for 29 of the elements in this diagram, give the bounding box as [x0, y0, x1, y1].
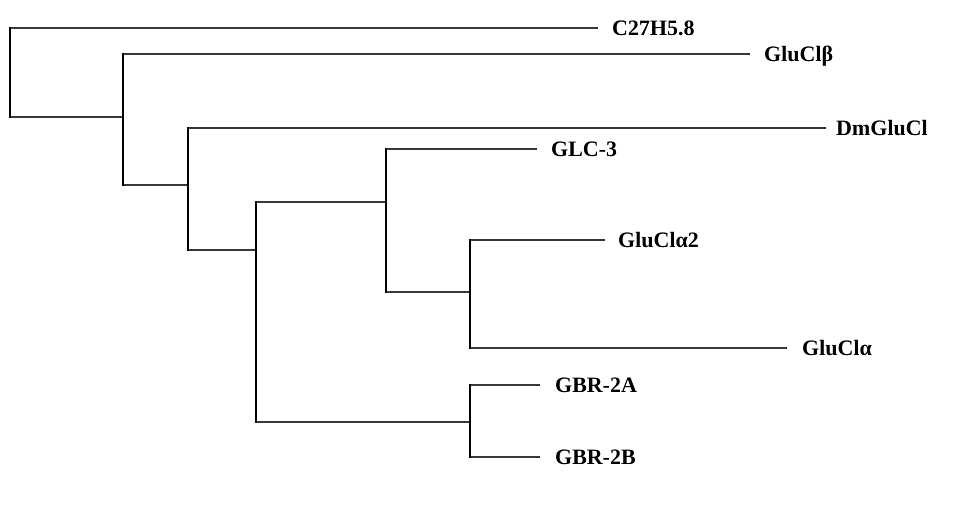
branch-junction-line — [9, 27, 11, 118]
branch-line — [257, 201, 385, 203]
taxon-label: C27H5.8 — [612, 15, 694, 41]
branch-line — [124, 53, 750, 55]
taxon-label: GluClα2 — [618, 227, 699, 253]
branch-line — [471, 347, 787, 349]
branch-line — [471, 456, 540, 458]
branch-junction-line — [385, 148, 387, 293]
taxon-label: GBR-2B — [555, 444, 636, 470]
taxon-label: GluClβ — [764, 41, 834, 67]
branch-junction-line — [469, 384, 471, 458]
taxon-label: GluClα — [802, 335, 872, 361]
branch-junction-line — [469, 239, 471, 349]
branch-junction-line — [255, 201, 257, 423]
branch-line — [189, 127, 826, 129]
branch-junction-line — [187, 127, 189, 251]
taxon-label: GBR-2A — [555, 372, 637, 398]
branch-line — [189, 249, 255, 251]
branch-line — [387, 148, 537, 150]
taxon-label: DmGluCl — [836, 115, 928, 141]
branch-line — [471, 239, 605, 241]
branch-line — [387, 291, 469, 293]
branch-line — [11, 27, 598, 29]
branch-line — [257, 421, 469, 423]
branch-line — [471, 384, 540, 386]
taxon-label: GLC-3 — [551, 136, 617, 162]
branch-junction-line — [122, 53, 124, 186]
branch-line — [124, 184, 187, 186]
branch-line — [11, 116, 122, 118]
